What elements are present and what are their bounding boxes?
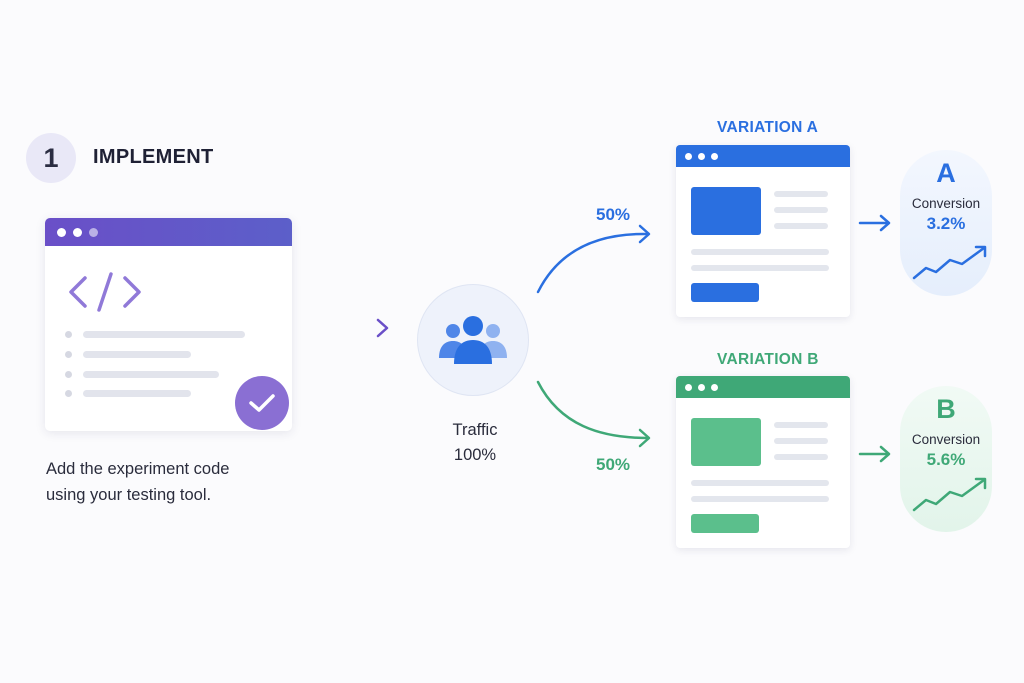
arrow-to-traffic: [306, 318, 389, 338]
result-letter-a: A: [936, 158, 956, 188]
split-percent-b: 50%: [596, 455, 631, 474]
code-line: [83, 351, 191, 358]
description-line: Add the experiment code: [46, 460, 230, 478]
step-description: Add the experiment code using your testi…: [46, 456, 306, 508]
window-dot: [698, 384, 705, 391]
result-value-b: 5.6%: [926, 450, 966, 469]
result-label-a: Conversion: [911, 196, 981, 211]
trend-up-icon: [912, 245, 987, 280]
result-letter-b: B: [936, 394, 956, 424]
description-line: using your testing tool.: [46, 486, 212, 504]
window-dot: [698, 153, 705, 160]
code-window-titlebar: [45, 218, 292, 246]
variation-b-hero-block: [691, 418, 761, 466]
traffic-percent: 100%: [453, 446, 497, 464]
list-bullet: [65, 331, 72, 338]
variation-a-cta-button: [691, 283, 759, 302]
result-bubble-b: B Conversion 5.6%: [900, 386, 992, 532]
text-line: [691, 249, 829, 255]
code-line: [83, 331, 245, 338]
code-window: [45, 218, 292, 431]
text-line: [691, 496, 829, 502]
code-brackets-icon: [69, 272, 141, 312]
traffic-title: Traffic: [452, 421, 498, 439]
text-line: [691, 265, 829, 271]
trend-up-icon: [912, 477, 987, 512]
window-dot: [685, 384, 692, 391]
arrow-to-result-a: [858, 214, 891, 232]
split-percent-a: 50%: [596, 205, 631, 224]
result-label-b: Conversion: [911, 432, 981, 447]
result-bubble-a: A Conversion 3.2%: [900, 150, 992, 296]
window-dot: [57, 228, 66, 237]
text-line: [774, 422, 828, 428]
variation-b-title: VARIATION B: [717, 351, 819, 368]
text-line: [774, 207, 828, 213]
variation-a-window: [676, 145, 850, 317]
variation-b-cta-button: [691, 514, 759, 533]
text-line: [774, 223, 828, 229]
variation-b-titlebar: [676, 376, 850, 398]
list-bullet: [65, 371, 72, 378]
window-dot: [73, 228, 82, 237]
text-line: [774, 454, 828, 460]
code-line: [83, 371, 219, 378]
step-number-badge: 1: [26, 133, 76, 183]
variation-b-window: [676, 376, 850, 548]
arrow-to-result-b: [858, 445, 891, 463]
text-line: [774, 438, 828, 444]
step-title: IMPLEMENT: [93, 146, 214, 168]
window-dot: [89, 228, 98, 237]
check-icon: [249, 394, 275, 412]
variation-a-hero-block: [691, 187, 761, 235]
traffic-label: Traffic 100%: [420, 418, 530, 468]
variation-a-titlebar: [676, 145, 850, 167]
result-value-a: 3.2%: [926, 214, 966, 233]
text-line: [774, 191, 828, 197]
code-line: [83, 390, 191, 397]
traffic-node: [417, 284, 529, 396]
window-dot: [711, 153, 718, 160]
text-line: [691, 480, 829, 486]
arrow-to-variation-a: [536, 224, 651, 294]
check-badge: [235, 376, 289, 430]
window-dot: [711, 384, 718, 391]
step-number: 1: [43, 142, 59, 173]
arrow-to-variation-b: [536, 380, 651, 448]
list-bullet: [65, 351, 72, 358]
users-group-icon: [439, 316, 507, 364]
window-dot: [685, 153, 692, 160]
variation-a-title: VARIATION A: [717, 119, 819, 136]
list-bullet: [65, 390, 72, 397]
